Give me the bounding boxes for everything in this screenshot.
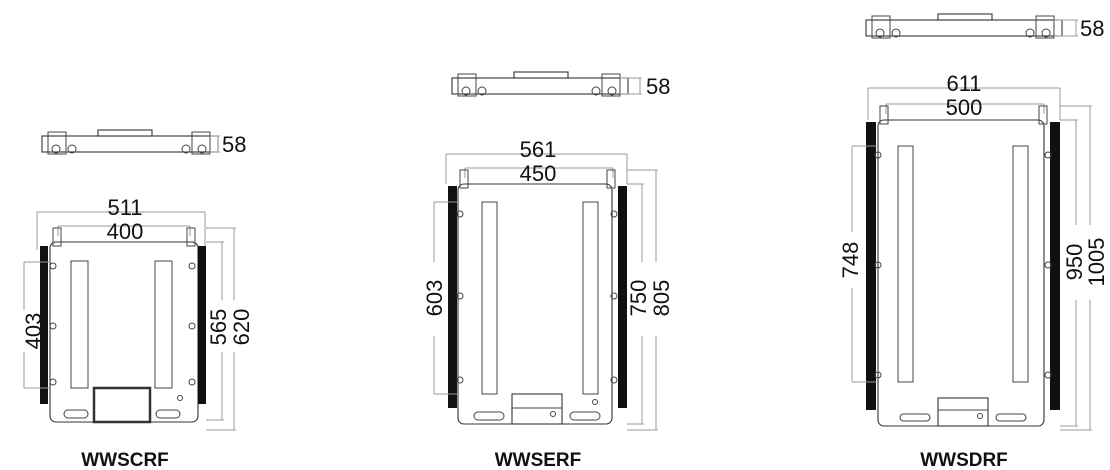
scale-wwscrf: 58 511 400 [21, 129, 254, 470]
side-view-wwserf [451, 71, 642, 97]
top-view-wwscrf [40, 227, 206, 424]
top-view-wwsdrf [866, 105, 1060, 427]
outer-length-label: 805 [649, 280, 674, 317]
height-dim-label: 58 [222, 132, 246, 157]
scale-wwsdrf: 58 611 500 [838, 13, 1109, 470]
inner-length-label: 565 [206, 309, 231, 346]
outer-length-label: 1005 [1084, 238, 1109, 287]
height-dim-label: 58 [1080, 16, 1104, 41]
scale-wwserf: 58 561 450 [422, 71, 674, 470]
inner-width-label: 500 [946, 95, 983, 120]
side-view-wwscrf [41, 129, 220, 155]
inner-width-label: 400 [107, 219, 144, 244]
side-view-wwsdrf [865, 13, 1078, 39]
inner-length-label: 750 [626, 280, 651, 317]
model-name: WWSERF [495, 450, 582, 470]
ramp-length-label: 403 [21, 313, 46, 350]
height-dim-label: 58 [646, 74, 670, 99]
ramp-length-label: 603 [422, 280, 447, 317]
inner-width-label: 450 [520, 161, 557, 186]
outer-width-label: 611 [946, 71, 981, 96]
top-view-wwserf [448, 169, 627, 425]
model-name: WWSDRF [920, 450, 1008, 470]
outer-width-label: 561 [520, 137, 557, 162]
model-name: WWSCRF [81, 450, 169, 470]
outer-width-label: 511 [107, 195, 142, 220]
outer-length-label: 620 [229, 309, 254, 346]
inner-length-label: 950 [1062, 244, 1087, 281]
ramp-length-label: 748 [838, 242, 863, 279]
